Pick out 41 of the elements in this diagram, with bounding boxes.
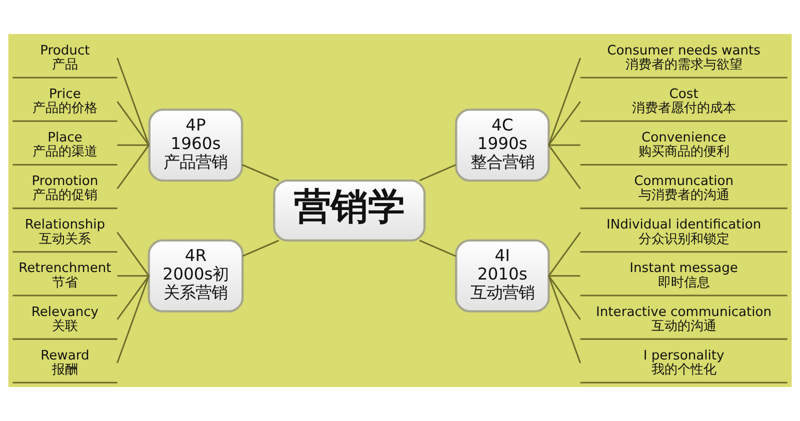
connector <box>116 275 150 320</box>
connector <box>548 144 580 146</box>
connector <box>116 58 150 146</box>
node-text: Product 产品 <box>40 43 90 72</box>
connector <box>116 276 150 364</box>
node-text: Consumer needs wants 消费者的需求与欲望 <box>607 43 760 72</box>
connector <box>242 164 280 182</box>
node-text: INdividual identification 分众识别和锁定 <box>606 218 762 247</box>
node-text: Convenience 购买商品的便利 <box>638 130 730 160</box>
connector <box>117 144 149 146</box>
connector <box>548 101 581 146</box>
connector <box>419 240 456 257</box>
node-box: 4R 2000s初 关系营销 <box>148 239 244 312</box>
connector <box>548 58 582 146</box>
connector <box>548 275 580 277</box>
node-box: 4P 1960s 产品营销 <box>148 108 244 182</box>
node-box: 营销学 <box>273 179 426 242</box>
node-text: Instant message 即时信息 <box>630 261 738 290</box>
node-text: Price 产品的价格 <box>32 86 98 116</box>
node-text: Cost 消费者愿付的成本 <box>632 86 736 116</box>
connector <box>548 276 582 364</box>
node-text: Interactive communication 互动的沟通 <box>596 304 772 334</box>
node-text: I personality 我的个性化 <box>643 348 724 378</box>
connector <box>242 240 280 257</box>
node-text: Retrenchment 节省 <box>18 261 112 290</box>
connector <box>117 275 149 277</box>
connector <box>548 232 581 276</box>
node-box: 4I 2010s 互动营销 <box>455 239 550 312</box>
node-text: Relevancy 关联 <box>31 304 99 334</box>
connector <box>116 232 150 276</box>
node-text: Relationship 互动关系 <box>24 218 106 247</box>
connector <box>419 164 456 182</box>
node-text: Reward 报酬 <box>40 348 90 378</box>
node-text: Place 产品的渠道 <box>32 130 98 160</box>
connector <box>548 144 581 190</box>
connector <box>548 275 581 320</box>
node-text: Communcation 与消费者的沟通 <box>634 174 734 204</box>
node-box: 4C 1990s 整合营销 <box>455 108 550 182</box>
connector <box>116 144 150 190</box>
connector <box>116 101 150 146</box>
node-text: Promotion 产品的促销 <box>32 174 98 204</box>
